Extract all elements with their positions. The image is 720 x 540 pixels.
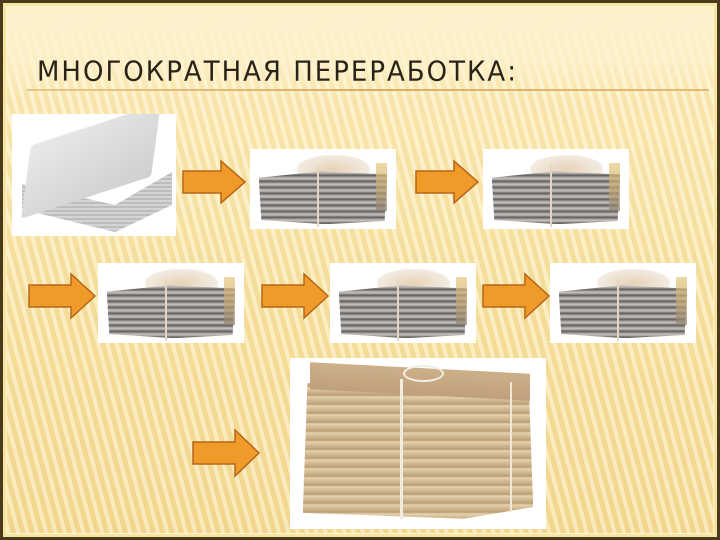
newspaper-edge <box>608 163 621 212</box>
newspaper-edge <box>675 277 688 326</box>
newspaper-top <box>376 269 450 289</box>
newspaper-stack <box>338 285 468 339</box>
string-bow <box>402 364 444 382</box>
newspaper-bundle-image <box>98 263 244 343</box>
bundle-string <box>617 279 620 342</box>
newspaper-stack <box>258 171 388 225</box>
newspaper-top <box>596 269 670 289</box>
arrow-right-icon <box>414 159 480 205</box>
cardboard-bundle-image <box>290 358 546 529</box>
newspaper-stack <box>558 285 688 339</box>
newspaper-bundle-image <box>483 149 629 229</box>
newspaper-edge <box>223 277 236 326</box>
arrow-right-icon <box>260 272 330 320</box>
newspaper-stack <box>106 285 236 339</box>
newspaper-top <box>296 155 370 175</box>
newspaper-top <box>529 155 603 175</box>
arrow-right-icon <box>481 272 551 320</box>
newspaper-bundle-image <box>330 263 476 343</box>
white-paper-stack-image <box>12 114 176 236</box>
slide-background: МНОГОКРАТНАЯ ПЕРЕРАБОТКА: <box>6 6 714 534</box>
newspaper-edge <box>375 163 388 212</box>
bundle-string <box>397 279 400 342</box>
newspaper-bundle-image <box>550 263 696 343</box>
arrow-right-icon <box>27 272 97 320</box>
bundle-string <box>317 165 320 228</box>
newspaper-stack <box>491 171 621 225</box>
bundle-string <box>165 279 168 342</box>
title-underline <box>27 89 709 91</box>
bundle-string <box>550 165 553 228</box>
title-area-background <box>7 7 713 97</box>
bundle-string <box>400 378 404 519</box>
arrow-right-icon <box>181 159 247 205</box>
slide-title: МНОГОКРАТНАЯ ПЕРЕРАБОТКА: <box>37 56 518 88</box>
arrow-right-icon <box>191 428 261 478</box>
newspaper-edge <box>455 277 468 326</box>
newspaper-top <box>144 269 218 289</box>
bundle-string <box>510 381 513 512</box>
newspaper-bundle-image <box>250 149 396 229</box>
